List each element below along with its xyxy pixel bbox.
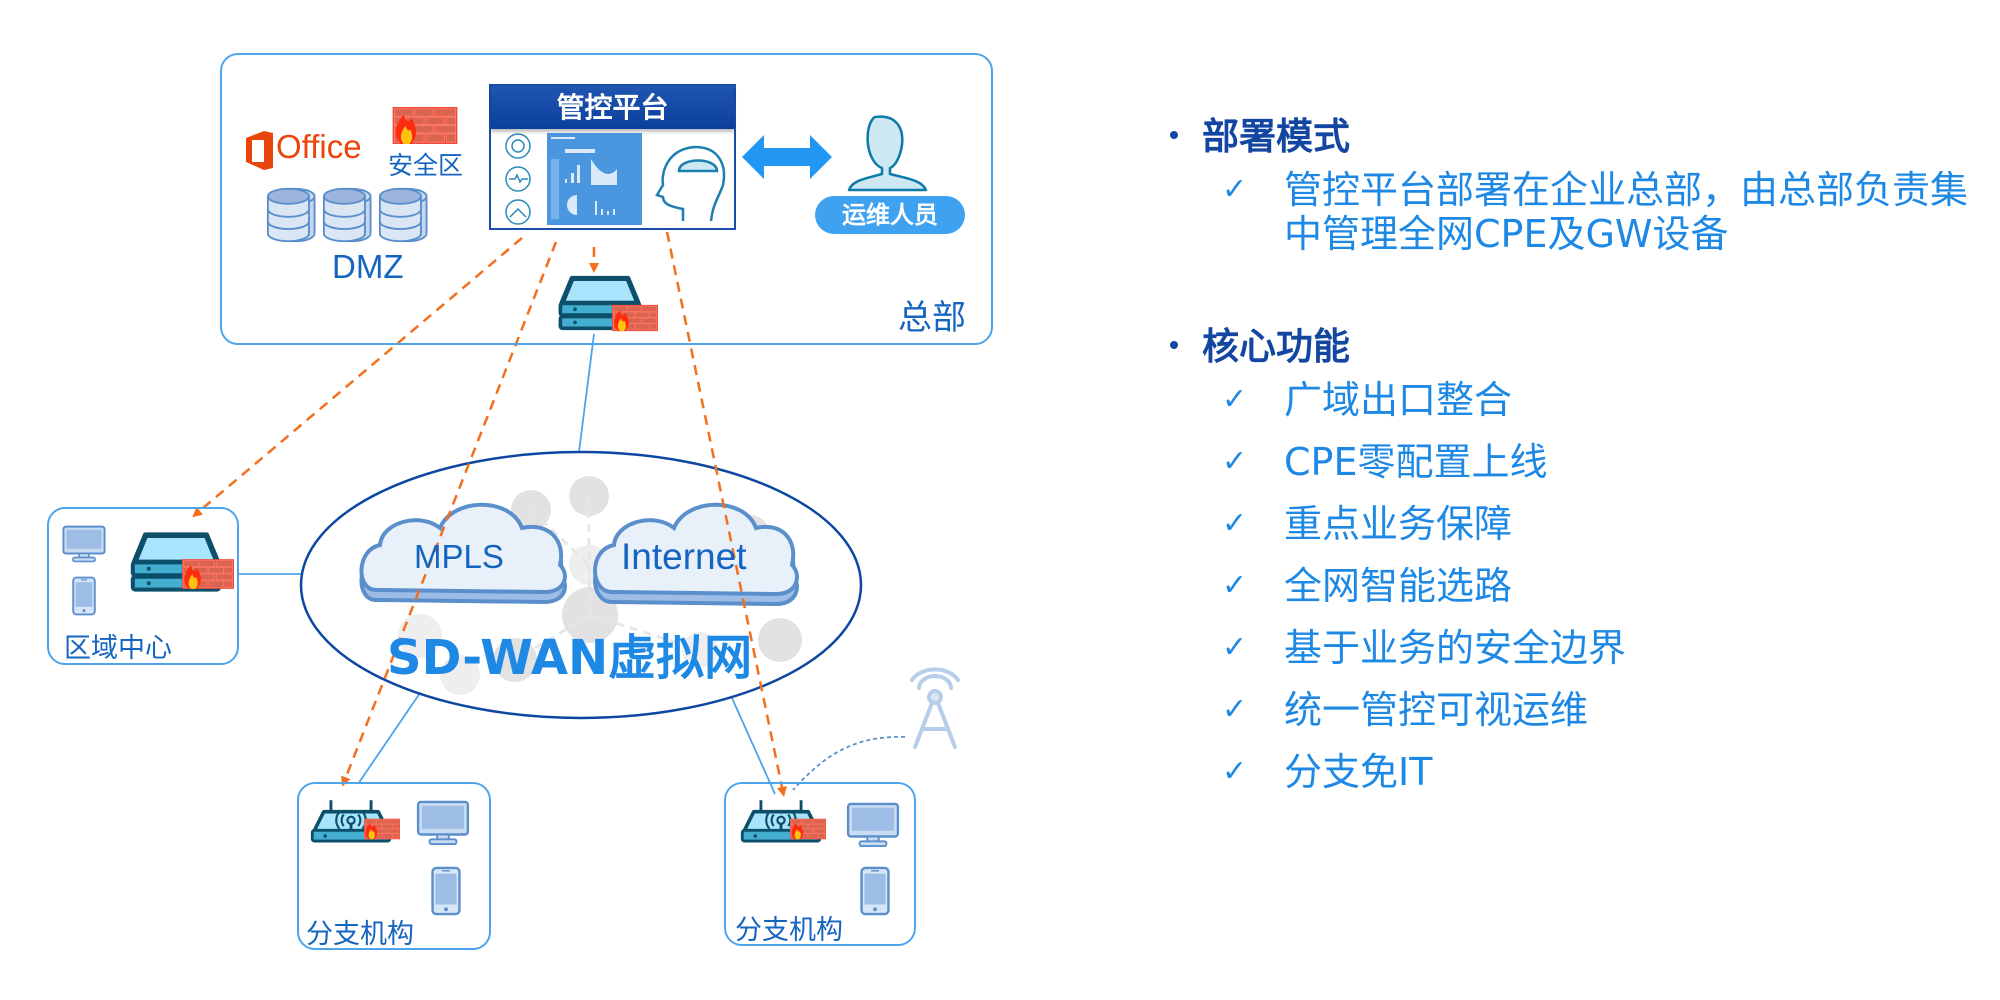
sdwan-ellipse	[299, 450, 863, 720]
platform-illustration	[505, 133, 726, 225]
branch1-box	[297, 782, 491, 950]
item-text: 重点业务保障	[1284, 502, 1513, 546]
solid-links	[238, 333, 776, 795]
operator-label: 运维人员	[815, 196, 965, 234]
monitor-pulse-icon	[505, 166, 531, 192]
platform-title: 管控平台	[491, 86, 734, 129]
wireless-link	[792, 736, 906, 791]
branch1-label: 分支机构	[306, 919, 414, 950]
region-center-box	[47, 507, 239, 665]
bullet-icon	[1170, 130, 1178, 139]
operator-person-icon	[847, 115, 928, 192]
mgmt-link-to-branch2	[665, 231, 787, 797]
check-icon: ✓	[1222, 172, 1248, 207]
check-icon: ✓	[1222, 754, 1248, 789]
management-platform: 管控平台	[489, 84, 736, 230]
link-branch2-to-wan	[731, 697, 776, 795]
ai-head-icon	[655, 145, 726, 222]
heading-text: 核心功能	[1202, 325, 1350, 368]
section-heading-core-functions: 核心功能	[1170, 316, 1350, 370]
radar-icon	[505, 199, 531, 225]
link-branch1-to-wan	[357, 692, 421, 785]
check-icon: ✓	[1222, 506, 1248, 541]
feature-panel: 部署模式 ✓ 管控平台部署在企业总部，由总部负责集中管理全网CPE及GW设备 核…	[1170, 0, 2000, 1000]
sdwan-title: SD-WAN虚拟网	[387, 630, 753, 686]
mgmt-link-to-region	[192, 237, 523, 518]
dmz-label: DMZ	[332, 248, 404, 285]
check-icon: ✓	[1222, 568, 1248, 603]
item-text: 分支免IT	[1284, 750, 1433, 794]
item-text: 全网智能选路	[1284, 564, 1513, 608]
mpls-cloud-icon	[359, 502, 567, 605]
office-logo-icon	[246, 131, 273, 170]
mgmt-link-to-branch1	[341, 241, 558, 787]
check-icon: ✓	[1222, 692, 1248, 727]
internet-label: Internet	[621, 536, 747, 577]
office-label: Office	[276, 128, 362, 165]
item-text: 管控平台部署在企业总部，由总部负责集中管理全网CPE及GW设备	[1284, 168, 1969, 256]
item-text: 广域出口整合	[1284, 378, 1513, 422]
hq-label: 总部	[898, 298, 966, 338]
cell-tower-icon	[910, 667, 960, 749]
check-icon: ✓	[1222, 444, 1248, 479]
management-links	[192, 231, 787, 797]
hq-box	[220, 53, 993, 345]
branch2-box	[724, 782, 916, 946]
security-zone-label: 安全区	[388, 151, 464, 180]
item-text: CPE零配置上线	[1284, 440, 1548, 484]
link-hq-gateway-to-wan	[578, 333, 595, 453]
heading-text: 部署模式	[1202, 115, 1350, 158]
region-center-label: 区域中心	[64, 633, 172, 664]
mpls-label: MPLS	[414, 538, 504, 575]
bullet-icon	[1170, 340, 1178, 349]
check-icon: ✓	[1222, 382, 1248, 417]
branch2-label: 分支机构	[735, 915, 843, 946]
check-icon: ✓	[1222, 630, 1248, 665]
network-bubbles	[398, 476, 802, 695]
internet-cloud-icon	[593, 502, 799, 607]
bidirectional-arrow-icon	[742, 135, 832, 179]
globe-icon	[505, 133, 531, 159]
section-heading-deployment: 部署模式	[1170, 106, 1350, 160]
item-text: 统一管控可视运维	[1284, 688, 1589, 732]
item-text: 基于业务的安全边界	[1284, 626, 1627, 670]
